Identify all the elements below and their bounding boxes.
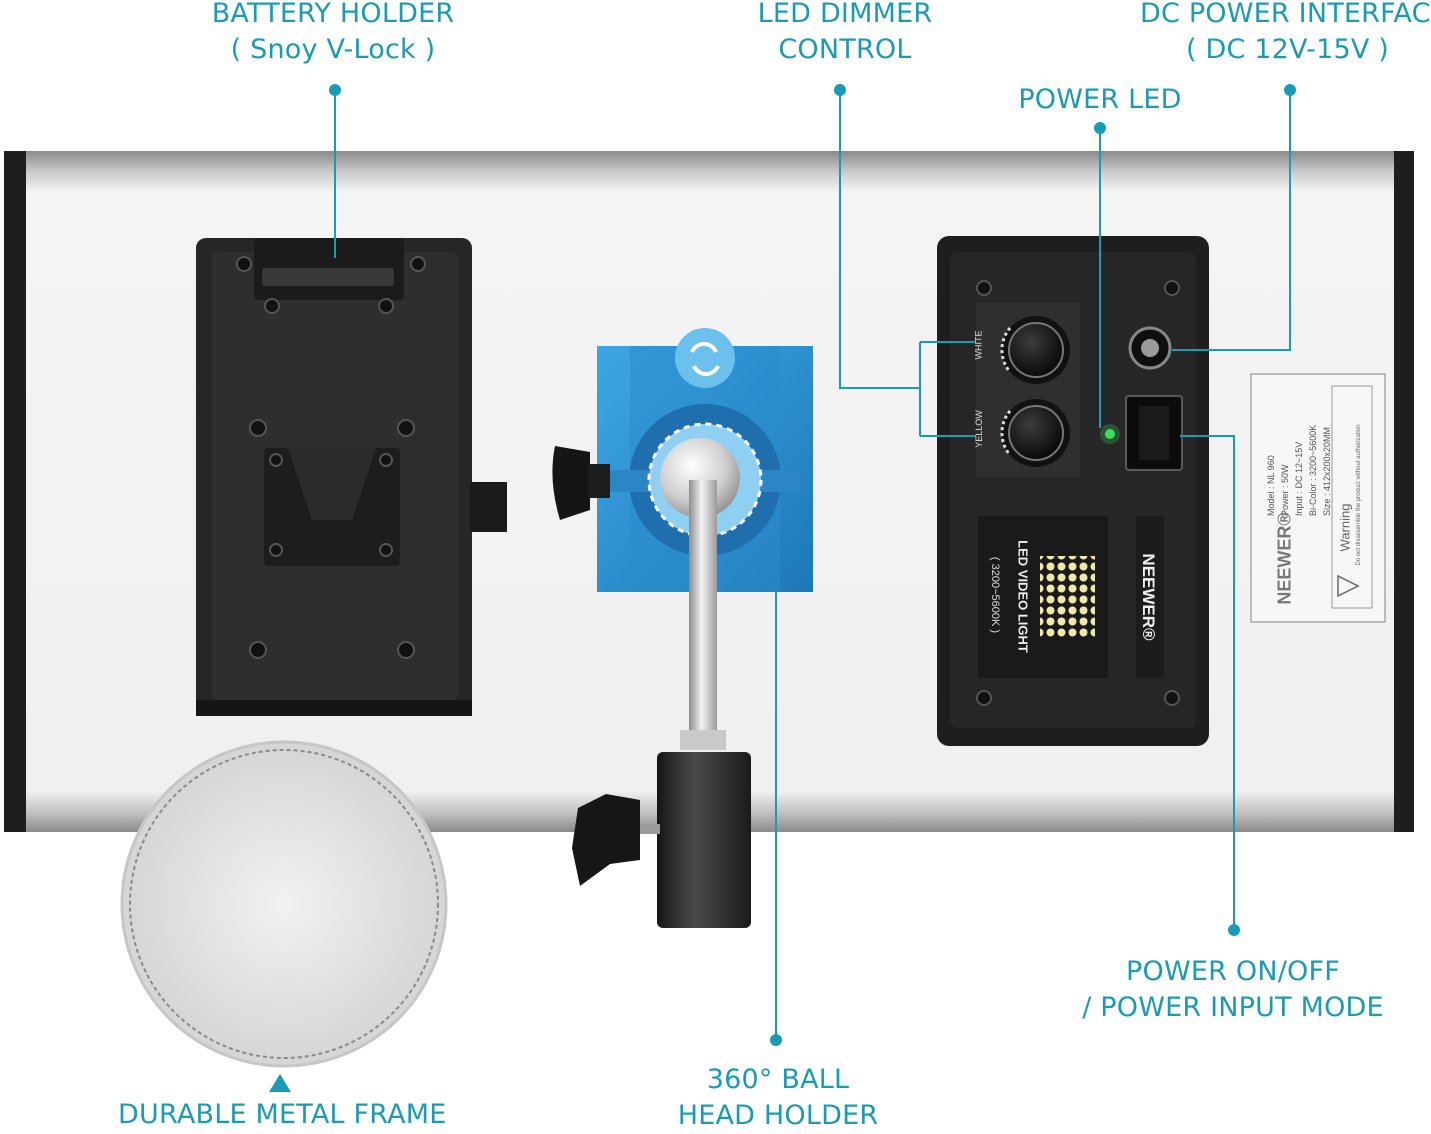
power-switch-label: POWER ON/OFF / POWER INPUT MODE [1078, 954, 1388, 1026]
power-led-label: POWER LED [1010, 82, 1190, 118]
callout-lines [334, 90, 1291, 1040]
metal-frame-title: DURABLE METAL FRAME [118, 1099, 447, 1130]
spec-warning-title: Warning [1337, 503, 1353, 552]
battery-holder-title: BATTERY HOLDER [211, 0, 455, 29]
power-led-title: POWER LED [1018, 84, 1182, 115]
led-dimmer-label: LED DIMMER CONTROL [745, 0, 945, 68]
battery-holder-subtitle: ( Snoy V-Lock ) [230, 34, 436, 65]
control-panel [937, 236, 1209, 746]
power-switch-title: POWER ON/OFF [1126, 956, 1340, 987]
spec-label [1250, 373, 1386, 623]
product-range: ( 3200~5600K ) [989, 556, 1001, 634]
callout-dots [329, 84, 1296, 1046]
frame-arrow-icon [269, 1074, 291, 1092]
dc-power-title: DC POWER INTERFACE [1140, 0, 1431, 29]
ball-head-label: 360° BALL HEAD HOLDER [666, 1062, 890, 1134]
metal-frame-label: DURABLE METAL FRAME [118, 1097, 447, 1133]
dimmer-yellow-label: YELLOW [973, 410, 984, 448]
power-switch-subtitle: / POWER INPUT MODE [1082, 992, 1384, 1023]
spec-size: Size : 412x200x20MM [1322, 426, 1332, 516]
led-dimmer-title: LED DIMMER [757, 0, 933, 29]
spec-warning-text: Do not disassemble the product without a… [1356, 424, 1362, 566]
dc-power-label: DC POWER INTERFACE ( DC 12V-15V ) [1140, 0, 1431, 68]
frame-magnifier [120, 740, 448, 1068]
led-dimmer-subtitle: CONTROL [778, 34, 912, 65]
product-name: LED VIDEO LIGHT [1015, 540, 1031, 653]
panel-brand-logo: NEEWER® [1139, 553, 1158, 641]
dc-power-subtitle: ( DC 12V-15V ) [1185, 34, 1390, 65]
spec-model: Model : NL 960 [1266, 455, 1276, 516]
ball-head-subtitle: HEAD HOLDER [677, 1100, 879, 1131]
battery-holder-label: BATTERY HOLDER ( Snoy V-Lock ) [200, 0, 466, 68]
spec-brand: NEEWER® [1274, 512, 1295, 605]
spec-power: Power : 50W [1280, 464, 1290, 516]
battery-holder-plate [196, 238, 507, 716]
ball-head-title: 360° BALL [706, 1064, 850, 1095]
spec-input: Input : DC 12~15V [1294, 441, 1304, 516]
rod-holder [572, 480, 751, 928]
dimmer-white-label: WHITE [973, 330, 984, 360]
spec-bicolor: Bi-Color : 3200~5600K [1308, 424, 1318, 516]
